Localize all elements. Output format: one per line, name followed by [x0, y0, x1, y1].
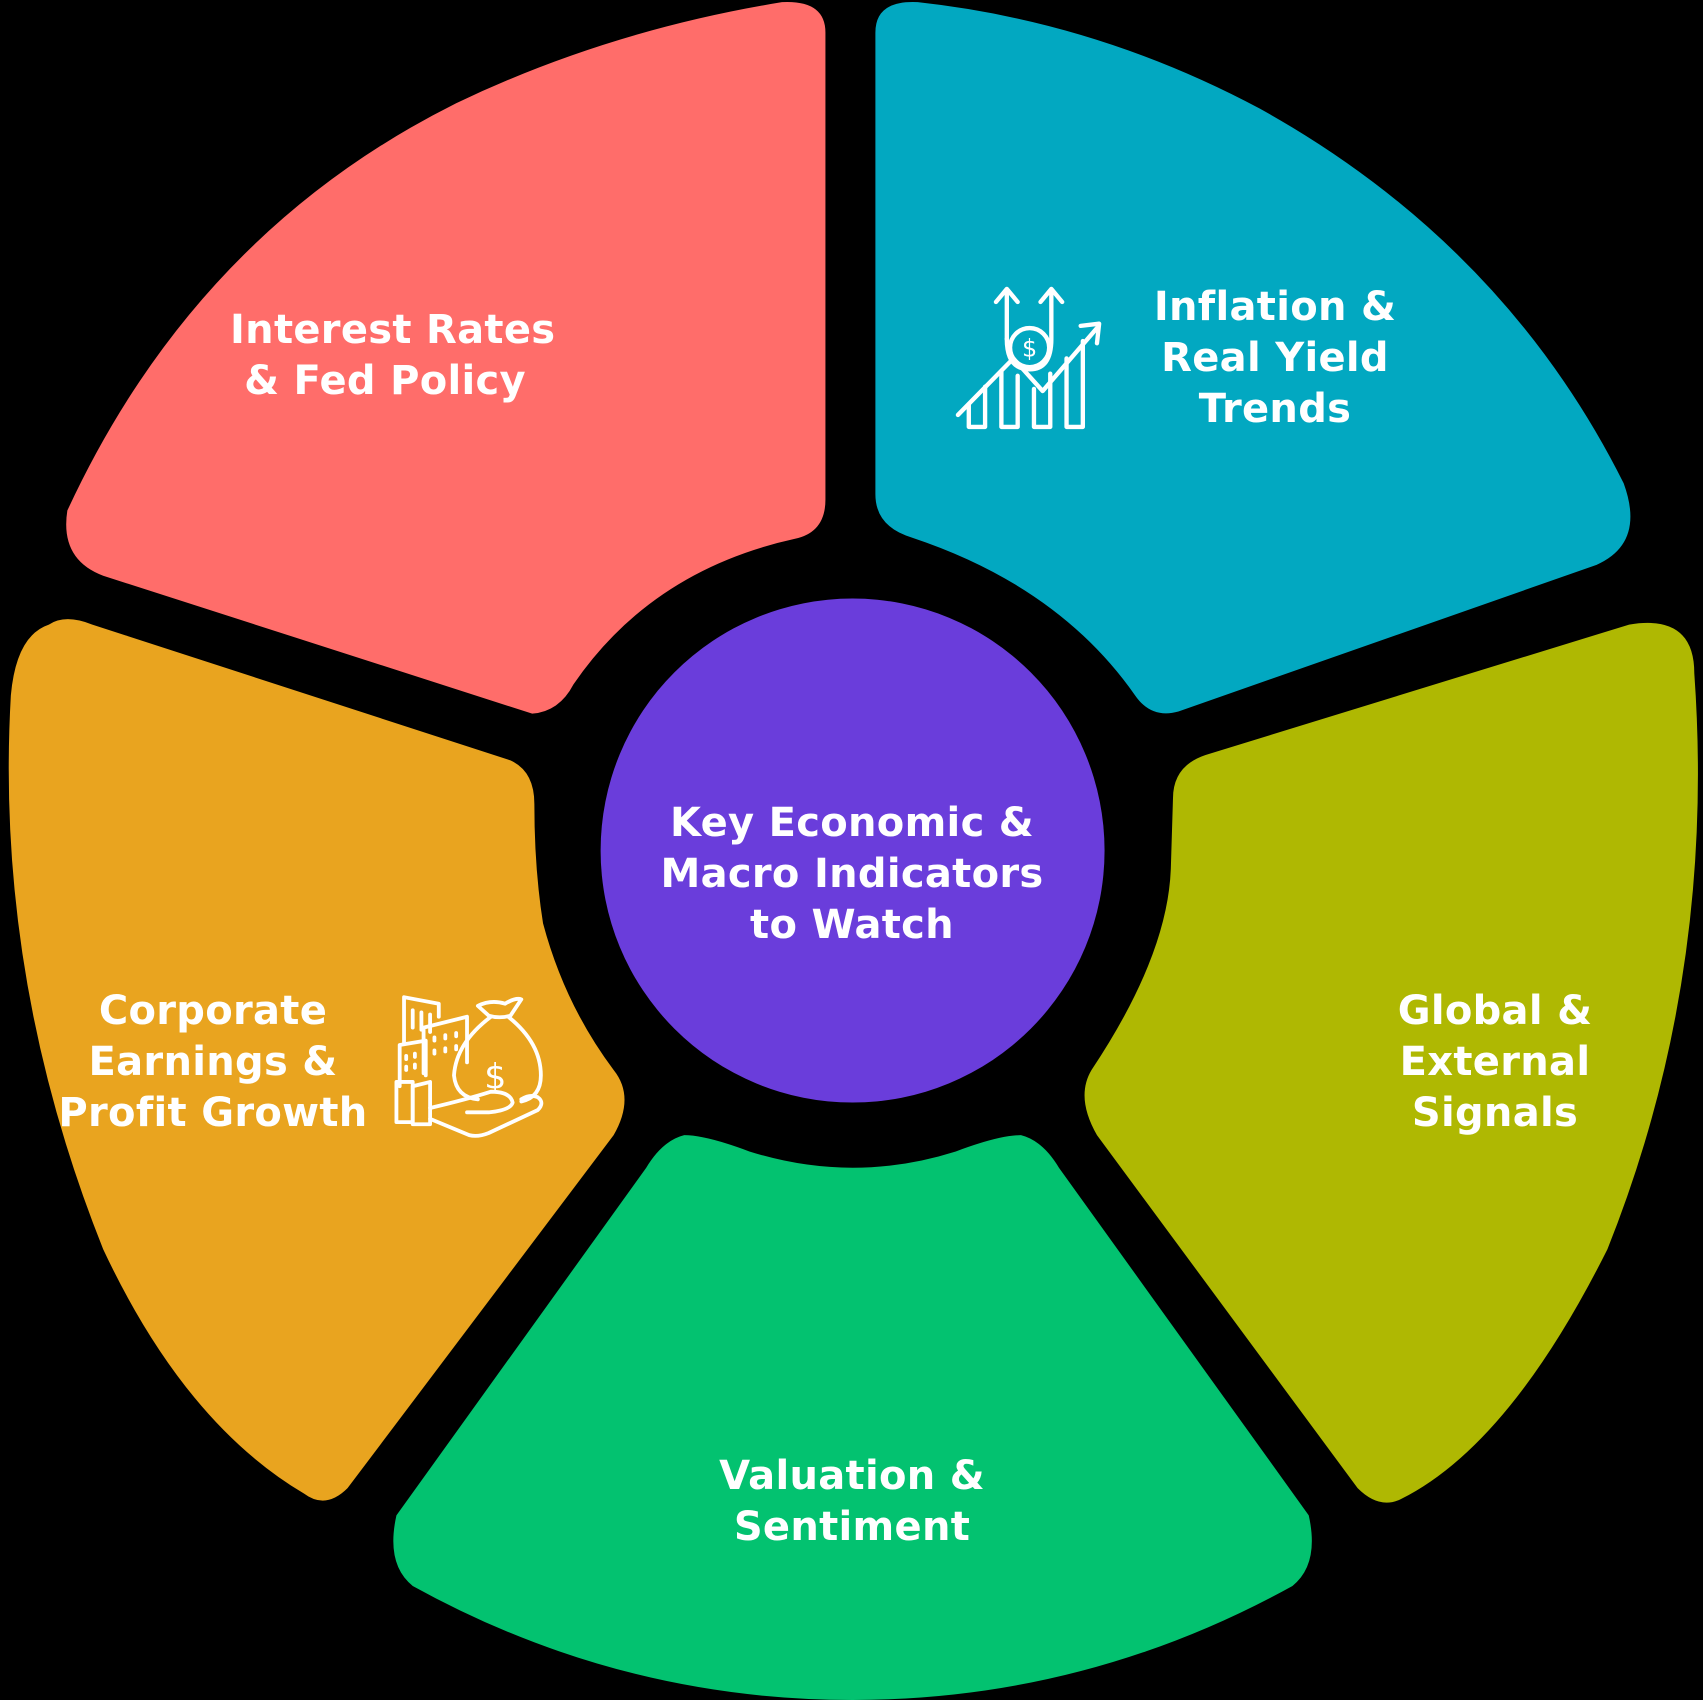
growth-chart-dollar-icon: $	[955, 286, 1102, 430]
label-line: Signals	[1411, 1090, 1579, 1136]
svg-text:$: $	[1022, 334, 1037, 362]
svg-text:$: $	[484, 1057, 506, 1097]
center-title-line: to Watch	[750, 902, 954, 948]
label-line: Real Yield	[1161, 335, 1389, 381]
segment-inflation	[875, 2, 1631, 714]
segment-valuation	[393, 1135, 1312, 1700]
buildings-money-bag-icon: $	[394, 995, 544, 1138]
center-title-line: Macro Indicators	[660, 851, 1044, 897]
label-line: Valuation &	[719, 1453, 985, 1499]
label-line: Global &	[1397, 988, 1593, 1034]
center-title-line: Key Economic &	[669, 800, 1034, 846]
segment-interest-rates	[66, 2, 826, 714]
center-hub	[600, 598, 1105, 1103]
label-line: Interest Rates	[230, 307, 556, 353]
segment-global	[1084, 622, 1698, 1503]
label-line: Sentiment	[733, 1504, 971, 1550]
label-line: & Fed Policy	[244, 358, 526, 404]
label-line: Profit Growth	[58, 1090, 368, 1136]
label-global: Global & External Signals	[1375, 986, 1615, 1139]
label-inflation: Inflation & Real Yield Trends	[1130, 282, 1420, 435]
label-line: Earnings &	[88, 1039, 338, 1085]
label-interest-rates: Interest Rates & Fed Policy	[230, 305, 556, 407]
label-valuation: Valuation & Sentiment	[702, 1451, 1002, 1553]
segment-earnings	[8, 619, 625, 1501]
label-line: Trends	[1198, 386, 1352, 432]
center-title: Key Economic & Macro Indicators to Watch	[652, 798, 1052, 951]
label-earnings: Corporate Earnings & Profit Growth	[55, 986, 371, 1139]
label-line: Inflation &	[1153, 284, 1397, 330]
label-line: External	[1399, 1039, 1591, 1085]
label-line: Corporate	[98, 988, 328, 1034]
